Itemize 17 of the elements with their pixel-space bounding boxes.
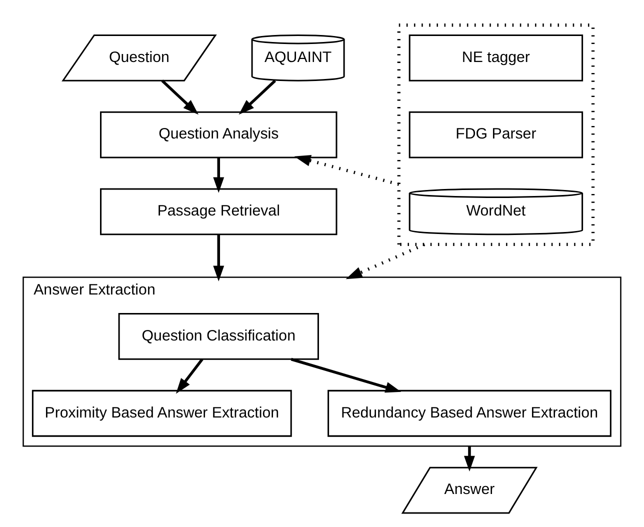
node-box: NE tagger	[408, 34, 584, 81]
arrow	[213, 234, 224, 281]
node-box: Question Analysis	[100, 110, 338, 158]
arrow	[238, 79, 276, 114]
node-box: Passage Retrieval	[100, 188, 338, 235]
node-box: Proximity Based Answer Extraction	[32, 389, 292, 436]
arrow	[464, 446, 475, 471]
cluster	[397, 23, 595, 246]
node-box: FDG Parser	[408, 110, 584, 158]
arrow	[294, 154, 400, 186]
arrow	[346, 242, 426, 279]
arrow	[290, 357, 402, 392]
node-box: Redundancy Based Answer Extraction	[328, 389, 612, 436]
arrow	[213, 157, 224, 192]
node-box: Question Classification	[118, 312, 319, 360]
arrow	[176, 358, 204, 394]
arrow	[161, 79, 198, 114]
